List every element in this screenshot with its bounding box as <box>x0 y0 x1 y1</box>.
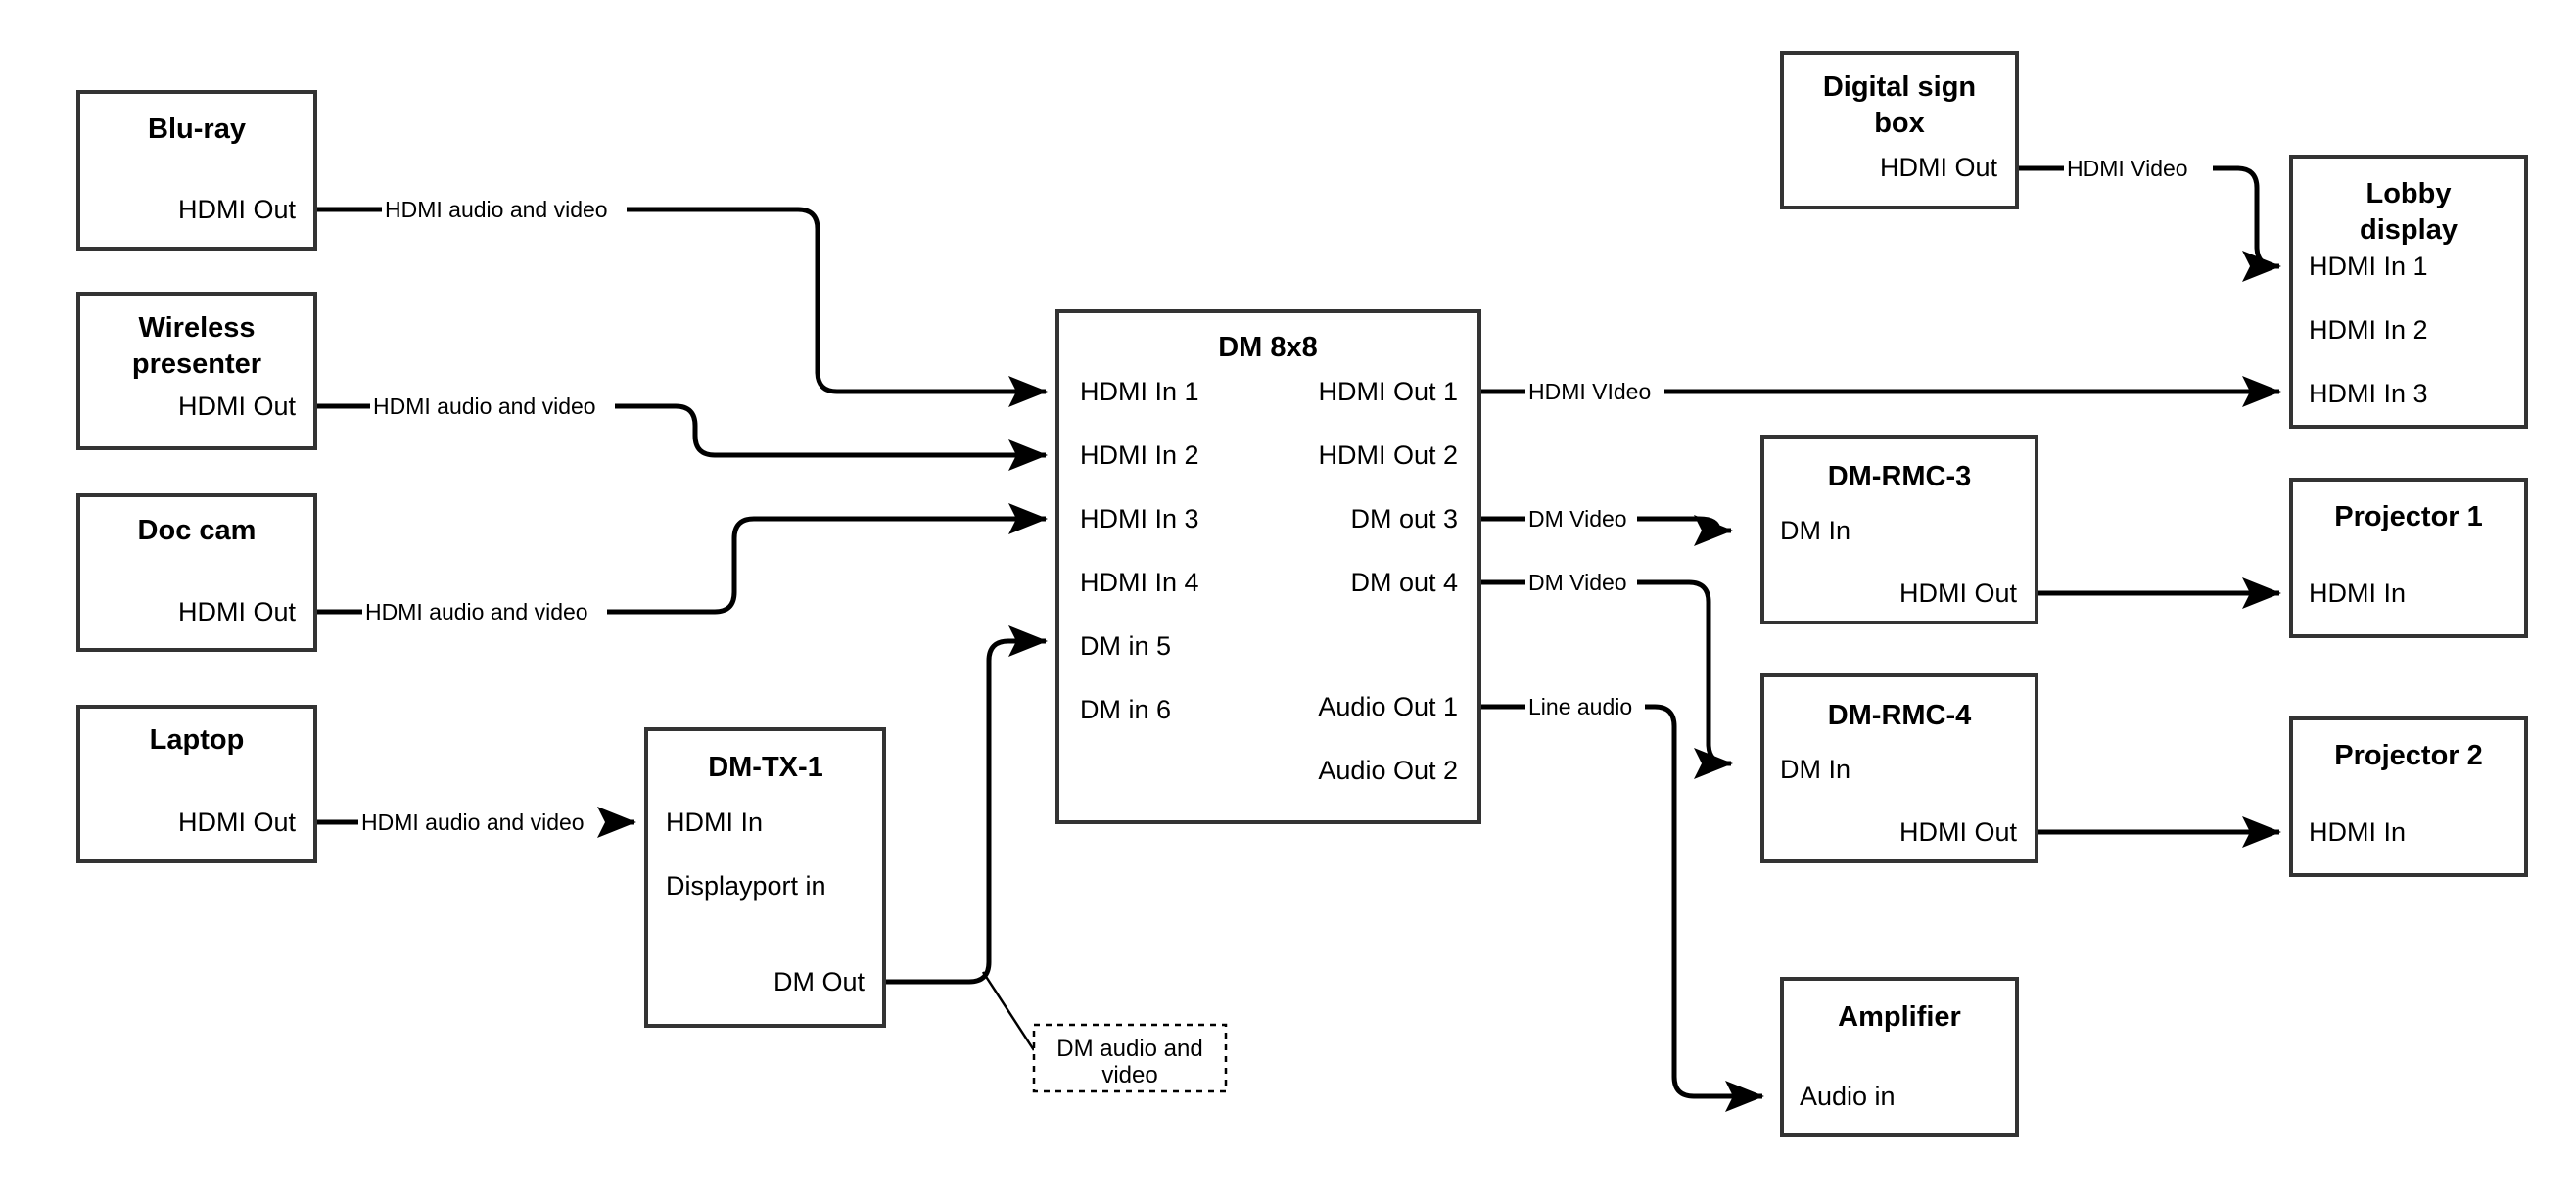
node-laptop-box[interactable] <box>76 705 317 863</box>
port-digital-sign-box-hdmi-out: HDMI Out <box>1880 153 1998 182</box>
port-dm-8x8-hdmi-in-2: HDMI In 2 <box>1080 440 1199 470</box>
node-wireless-presenter-title-line1: Wireless <box>138 312 255 344</box>
port-dm-8x8-hdmi-in-1: HDMI In 1 <box>1080 377 1199 406</box>
node-projector-1-box[interactable] <box>2289 478 2528 638</box>
port-laptop-hdmi-out: HDMI Out <box>178 808 297 837</box>
node-lobby-display-box[interactable] <box>2289 155 2528 429</box>
port-projector-1-hdmi-in: HDMI In <box>2309 578 2406 608</box>
node-lobby-display-title-line1: Lobby <box>2366 178 2452 209</box>
node-amplifier-box[interactable] <box>1780 977 2019 1137</box>
edge-label-line-audio: Line audio <box>1528 694 1632 719</box>
edge-label-laptop: HDMI audio and video <box>361 809 585 835</box>
node-doc-cam-title: Doc cam <box>138 515 257 546</box>
link-signbox-to-lobby <box>2017 165 2279 266</box>
port-lobby-display-hdmi-in-1: HDMI In 1 <box>2309 252 2428 281</box>
port-dm-8x8-hdmi-in-3: HDMI In 3 <box>1080 504 1199 533</box>
node-projector-1-title: Projector 1 <box>2334 501 2483 532</box>
node-doc-cam-box[interactable] <box>76 493 317 652</box>
note-dm-audio-and-video-box <box>1032 1023 1228 1093</box>
port-dm-8x8-hdmi-out-1: HDMI Out 1 <box>1318 377 1458 406</box>
port-dm-rmc-4-dm-in: DM In <box>1780 755 1850 784</box>
node-dm-8x8-box[interactable] <box>1055 309 1481 824</box>
link-dmtx1-to-dm8x8 <box>884 624 1049 985</box>
node-wireless-presenter-title-line2: presenter <box>132 348 261 380</box>
node-amplifier-title: Amplifier <box>1838 1001 1961 1033</box>
port-dm-8x8-dm-out-4: DM out 4 <box>1350 568 1458 597</box>
note-dm-audio-and-video-line2: video <box>1101 1062 1157 1088</box>
port-dm-8x8-audio-out-1: Audio Out 1 <box>1318 692 1458 721</box>
node-dm-rmc-3-title: DM-RMC-3 <box>1828 461 1972 492</box>
node-bluray-title: Blu-ray <box>148 114 246 145</box>
node-projector-2-title: Projector 2 <box>2334 740 2483 771</box>
node-dm-tx-1[interactable]: DM-TX-1 HDMI In Displayport in DM Out <box>644 727 886 1028</box>
node-bluray-box[interactable] <box>76 90 317 251</box>
port-dm-rmc-4-hdmi-out: HDMI Out <box>1899 817 2018 847</box>
port-dm-rmc-3-dm-in: DM In <box>1780 516 1850 545</box>
port-dm-tx-1-displayport-in: Displayport in <box>666 871 826 901</box>
edge-label-dm-video-out4: DM Video <box>1528 570 1627 595</box>
edge-label-signbox: HDMI Video <box>2067 156 2188 181</box>
edge-label-doccam: HDMI audio and video <box>365 599 588 624</box>
node-amplifier[interactable]: Amplifier Audio in <box>1780 977 2019 1137</box>
node-lobby-display[interactable]: Lobby display HDMI In 1 HDMI In 2 HDMI I… <box>2289 155 2528 429</box>
port-dm-8x8-hdmi-out-2: HDMI Out 2 <box>1318 440 1458 470</box>
node-projector-1[interactable]: Projector 1 HDMI In <box>2289 478 2528 638</box>
note-dm-audio-and-video: DM audio and video <box>1032 1023 1228 1093</box>
leader-line-dm-audio-video-note <box>981 971 1036 1051</box>
node-digital-sign-box-box[interactable] <box>1780 51 2019 209</box>
link-dm8x8-out3-to-rmc3 <box>1479 519 1731 531</box>
port-amplifier-audio-in: Audio in <box>1800 1082 1896 1111</box>
node-digital-sign-box-title-line2: box <box>1874 108 1925 139</box>
node-dm-8x8-title: DM 8x8 <box>1218 332 1318 363</box>
node-dm-rmc-3-box[interactable] <box>1760 435 2038 624</box>
node-doc-cam[interactable]: Doc cam HDMI Out <box>76 493 317 652</box>
port-doc-cam-hdmi-out: HDMI Out <box>178 597 297 626</box>
node-dm-tx-1-box[interactable] <box>644 727 886 1028</box>
edge-label-hdmi-video-out1: HDMI VIdeo <box>1528 379 1651 404</box>
link-bluray-to-dm8x8 <box>315 207 1046 392</box>
node-projector-2[interactable]: Projector 2 HDMI In <box>2289 716 2528 877</box>
note-dm-audio-and-video-line1: DM audio and <box>1056 1036 1202 1062</box>
port-lobby-display-hdmi-in-2: HDMI In 2 <box>2309 315 2428 345</box>
node-digital-sign-box[interactable]: Digital sign box HDMI Out <box>1780 51 2019 209</box>
node-dm-8x8[interactable]: DM 8x8 HDMI In 1 HDMI In 2 HDMI In 3 HDM… <box>1055 309 1481 824</box>
node-laptop[interactable]: Laptop HDMI Out <box>76 705 317 863</box>
link-doccam-to-dm8x8 <box>315 519 1046 615</box>
node-digital-sign-box-title-line1: Digital sign <box>1823 71 1976 103</box>
node-bluray[interactable]: Blu-ray HDMI Out <box>76 90 317 251</box>
edge-label-bluray: HDMI audio and video <box>385 197 608 222</box>
link-wireless-to-dm8x8 <box>315 403 1046 455</box>
link-dm8x8-audio1-to-amplifier <box>1479 704 1762 1096</box>
node-wireless-presenter-box[interactable] <box>76 292 317 450</box>
node-laptop-title: Laptop <box>150 724 245 756</box>
node-dm-rmc-3[interactable]: DM-RMC-3 DM In HDMI Out <box>1760 435 2038 624</box>
port-dm-tx-1-hdmi-in: HDMI In <box>666 808 763 837</box>
node-projector-2-box[interactable] <box>2289 716 2528 877</box>
node-dm-rmc-4[interactable]: DM-RMC-4 DM In HDMI Out <box>1760 673 2038 863</box>
node-lobby-display-title-line2: display <box>2360 214 2458 246</box>
node-dm-rmc-4-title: DM-RMC-4 <box>1828 700 1972 731</box>
port-dm-8x8-dm-in-6: DM in 6 <box>1080 695 1171 724</box>
node-dm-rmc-4-box[interactable] <box>1760 673 2038 863</box>
node-dm-tx-1-title: DM-TX-1 <box>708 752 823 783</box>
port-dm-8x8-dm-out-3: DM out 3 <box>1350 504 1458 533</box>
port-lobby-display-hdmi-in-3: HDMI In 3 <box>2309 379 2428 408</box>
edge-label-wireless: HDMI audio and video <box>373 393 596 419</box>
port-dm-rmc-3-hdmi-out: HDMI Out <box>1899 578 2018 608</box>
link-dm8x8-out4-to-rmc4 <box>1479 579 1731 763</box>
port-wireless-presenter-hdmi-out: HDMI Out <box>178 392 297 421</box>
edge-label-dm-video-out3: DM Video <box>1528 506 1627 531</box>
port-dm-8x8-hdmi-in-4: HDMI In 4 <box>1080 568 1199 597</box>
port-dm-tx-1-dm-out: DM Out <box>773 967 866 996</box>
port-projector-2-hdmi-in: HDMI In <box>2309 817 2406 847</box>
port-dm-8x8-audio-out-2: Audio Out 2 <box>1318 756 1458 785</box>
port-dm-8x8-dm-in-5: DM in 5 <box>1080 631 1171 661</box>
node-wireless-presenter[interactable]: Wireless presenter HDMI Out <box>76 292 317 450</box>
port-bluray-hdmi-out: HDMI Out <box>178 195 297 224</box>
